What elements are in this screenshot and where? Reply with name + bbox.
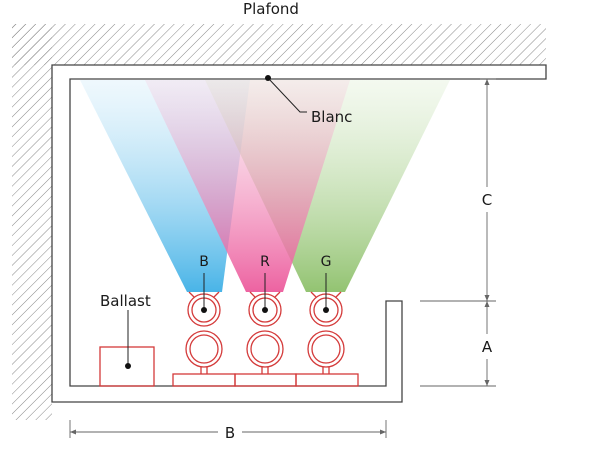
projector-base bbox=[172, 373, 359, 387]
light-beams bbox=[80, 80, 450, 292]
dimension-c-label: C bbox=[482, 191, 492, 209]
dimension-b-label: B bbox=[225, 424, 235, 442]
leader-lines bbox=[127, 77, 327, 366]
beam-label-blue: B bbox=[199, 254, 209, 270]
enclosure bbox=[51, 64, 547, 403]
marker-dots bbox=[125, 75, 329, 369]
ballast-box bbox=[99, 346, 155, 387]
ceiling-hatch bbox=[12, 24, 546, 420]
projector-red bbox=[246, 291, 284, 374]
dimension-a-label: A bbox=[482, 338, 493, 356]
dimension-arrows bbox=[70, 79, 490, 435]
beam-label-green: G bbox=[321, 254, 332, 270]
white-label: Blanc bbox=[311, 108, 352, 126]
beam-label-red: R bbox=[260, 254, 270, 270]
ceiling-label: Plafond bbox=[243, 0, 299, 18]
beam-red bbox=[145, 80, 350, 292]
ballast-label: Ballast bbox=[100, 292, 151, 310]
